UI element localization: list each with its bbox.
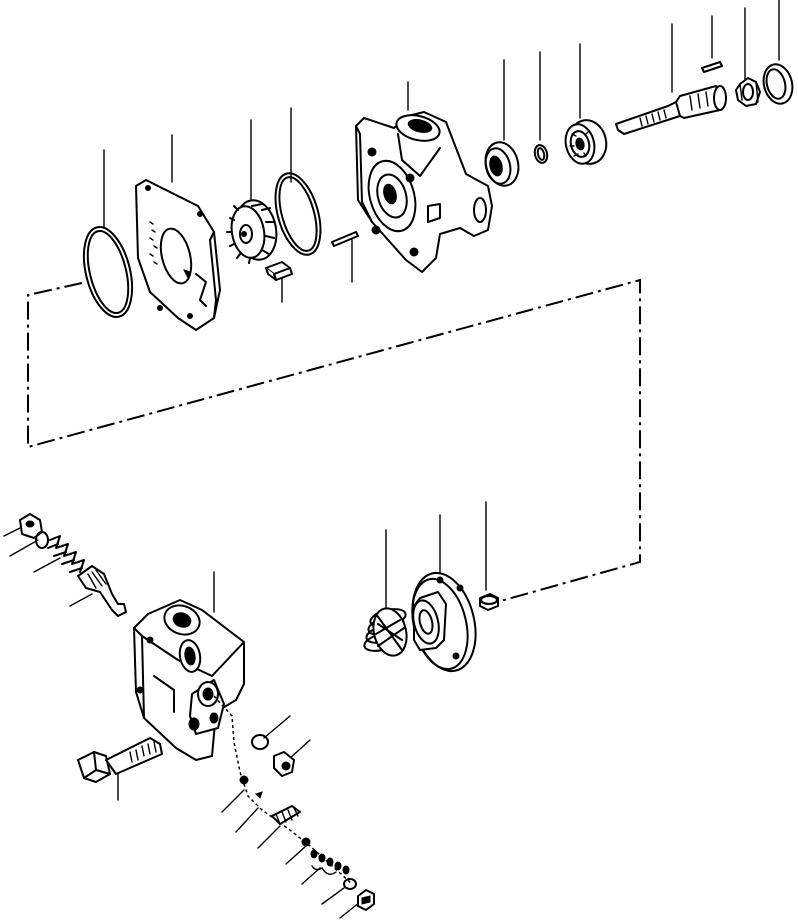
bushing [480, 594, 498, 610]
retaining-ring [760, 61, 797, 107]
valve-body [134, 600, 244, 760]
check-ball [240, 776, 262, 798]
plug [274, 752, 294, 776]
valve-spring [48, 536, 84, 572]
end-plug [358, 890, 374, 910]
small-o-ring [252, 735, 268, 749]
relief-valve-cap [20, 514, 48, 548]
ball-bearing [562, 116, 611, 167]
nut [736, 78, 760, 106]
snap-ring [533, 144, 549, 164]
o-ring-large-right [267, 168, 329, 260]
oil-seal [481, 139, 523, 189]
internal-passage [214, 696, 352, 884]
end-cover [403, 566, 485, 678]
check-spring [272, 806, 300, 824]
valve-poppet [78, 566, 126, 616]
woodruff-key [702, 62, 722, 72]
o-ring-large-left [76, 222, 141, 322]
front-cover-plate [136, 180, 220, 330]
shim-set [302, 838, 356, 889]
spring-large [363, 605, 412, 659]
pump-body [356, 111, 492, 272]
key [266, 262, 292, 280]
mounting-bolt [78, 738, 162, 782]
drive-shaft [616, 86, 726, 134]
gear-rotor [227, 197, 281, 263]
dowel-pin [332, 232, 358, 246]
assembly-line [28, 280, 640, 602]
